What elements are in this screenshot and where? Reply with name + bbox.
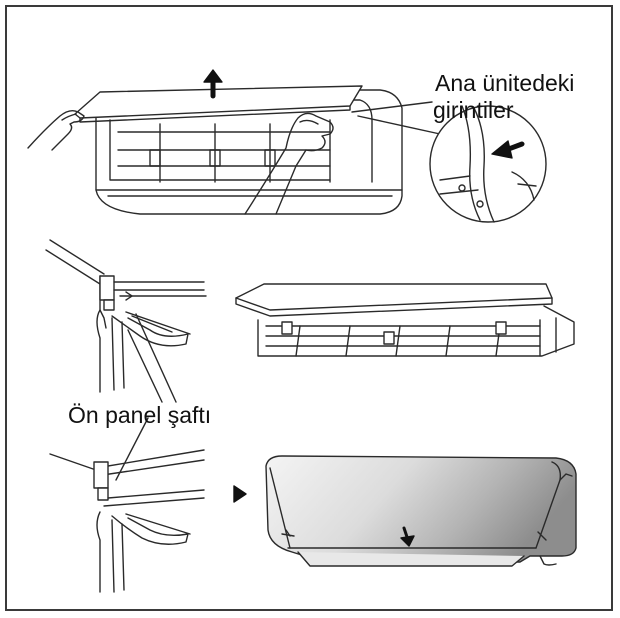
indentations-label-line1: Ana ünitedeki	[435, 70, 575, 96]
indentation-callout	[351, 101, 547, 223]
shaft-detail-lower	[49, 449, 205, 593]
arrow-left-icon	[491, 140, 525, 159]
shaft-detail-upper	[45, 239, 207, 393]
indentations-label-line2: girintiler	[433, 97, 514, 123]
left-hand-illustration	[27, 109, 85, 151]
front-panel-shaft-label: Ön panel şaftı	[68, 402, 212, 428]
closed-unit	[265, 455, 577, 567]
arrow-up-icon	[203, 69, 223, 99]
down-arrow-icon	[400, 526, 415, 547]
unit-panel-rest	[235, 283, 575, 357]
right-hand-illustration	[244, 112, 334, 215]
play-triangle-icon	[233, 485, 247, 503]
top-scene-unit	[95, 89, 403, 215]
shaft-leader-lines	[115, 313, 177, 481]
